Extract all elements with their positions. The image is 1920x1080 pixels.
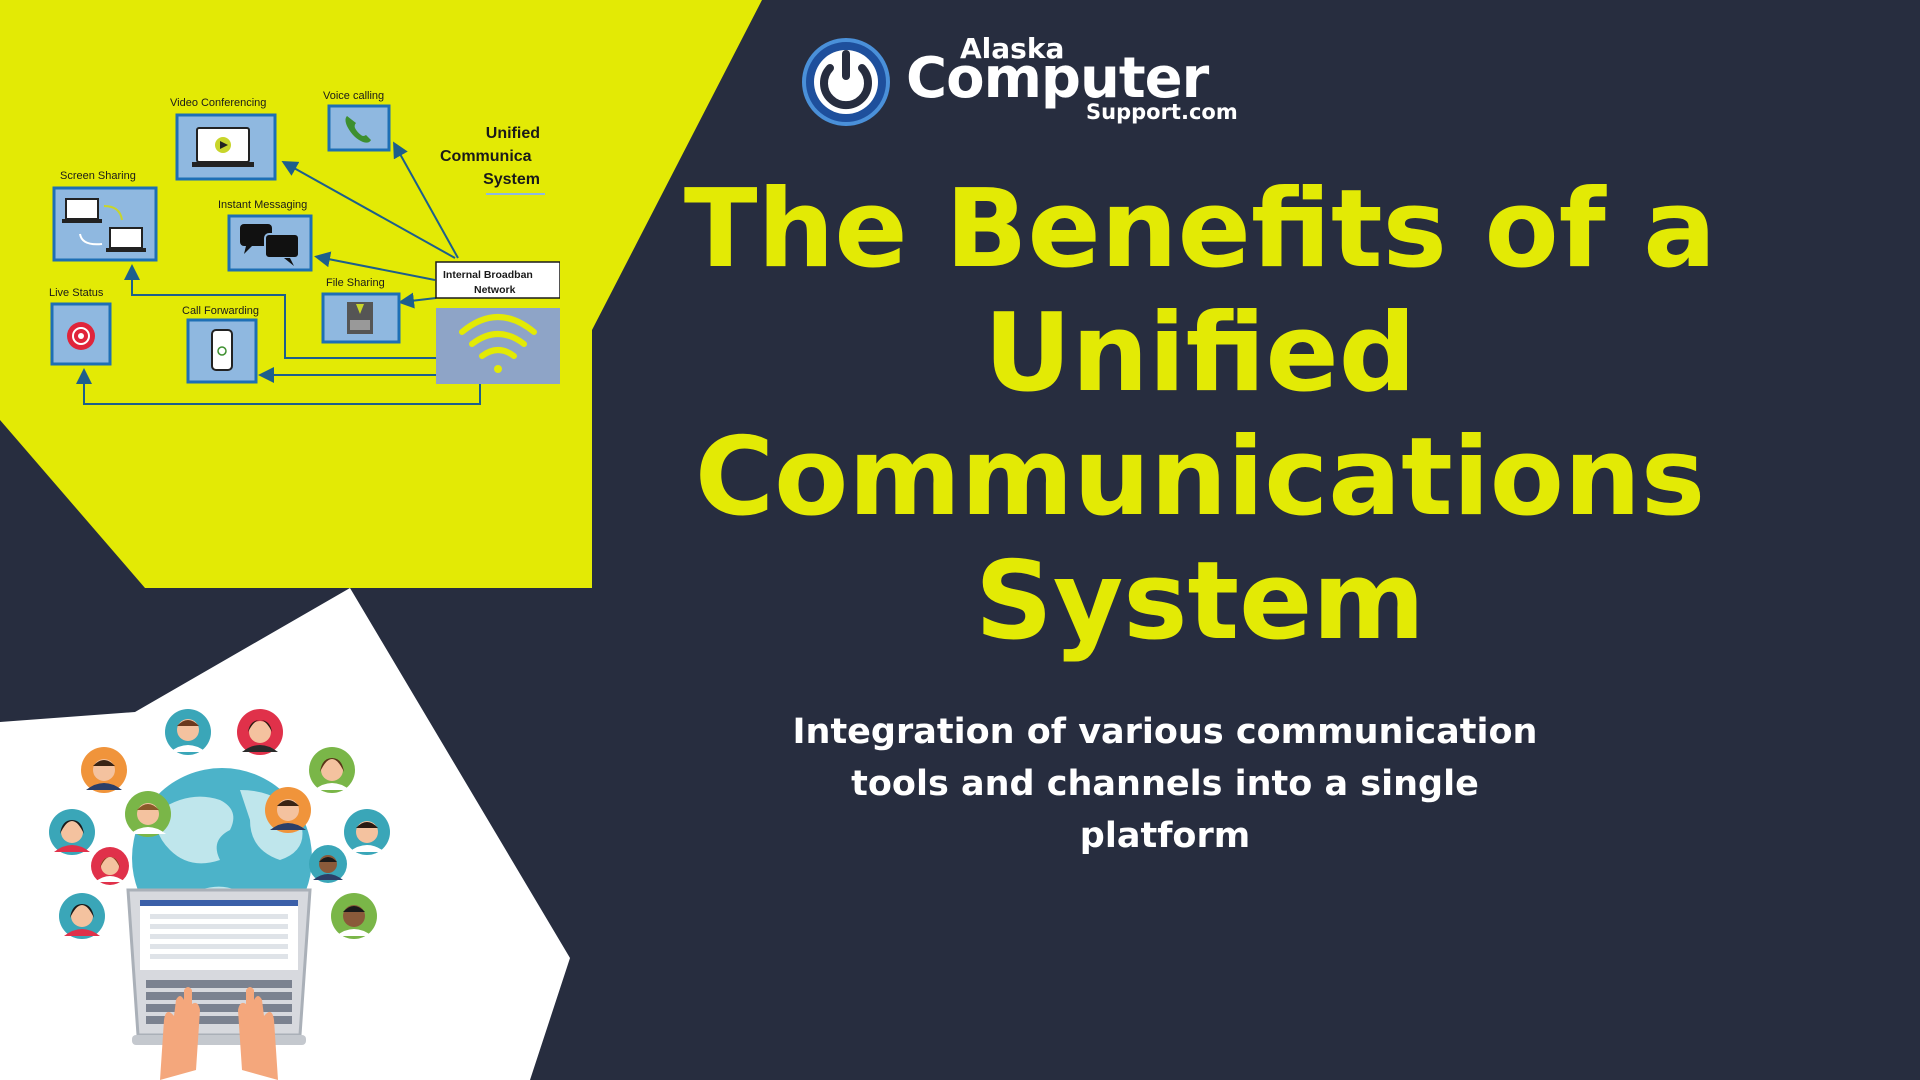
avatar — [91, 847, 129, 885]
video-icon — [192, 127, 254, 167]
voice-calling-node: Voice calling — [323, 90, 391, 152]
svg-text:Communica: Communica — [440, 148, 532, 165]
network-label-2: Network — [474, 284, 516, 296]
title-line-3: Communications — [694, 415, 1706, 540]
hands-icon — [160, 987, 278, 1080]
screen-sharing-node: Screen Sharing — [52, 170, 158, 262]
live-status-node: Live Status — [49, 287, 112, 366]
chat-icon — [240, 224, 300, 266]
power-icon — [802, 38, 890, 126]
diagram-title: Unified Communica System — [440, 125, 545, 195]
uc-diagram: Video Conferencing Voice calling Screen … — [49, 90, 560, 405]
avatar — [49, 809, 95, 855]
avatar — [165, 709, 211, 755]
video-conferencing-node: Video Conferencing — [170, 97, 277, 181]
video-label: Video Conferencing — [170, 97, 266, 109]
avatar — [125, 791, 171, 837]
svg-text:System: System — [483, 171, 540, 188]
status-label: Live Status — [49, 287, 104, 299]
file-label: File Sharing — [326, 277, 385, 289]
avatar — [265, 787, 311, 833]
diagram-arrows — [76, 141, 481, 405]
forward-label: Call Forwarding — [182, 305, 259, 317]
avatar — [309, 845, 347, 883]
alaska-computer-support-logo[interactable]: Alaska Computer Support.com — [800, 30, 1240, 130]
subtitle: Integration of various communication too… — [730, 706, 1600, 862]
laptop-icon — [126, 888, 312, 1045]
avatar — [237, 709, 283, 755]
status-icon — [67, 322, 95, 350]
logo-text-computer: Computer — [906, 46, 1209, 111]
logo-text-alaska: Alaska — [960, 32, 1065, 65]
instant-messaging-node: Instant Messaging — [218, 199, 313, 272]
svg-text:Unified: Unified — [486, 125, 540, 142]
page-title: The Benefits of a Unified Communications… — [660, 168, 1740, 664]
screen-label: Screen Sharing — [60, 170, 136, 182]
logo-text-support: Support.com — [1086, 100, 1238, 124]
subtitle-line-3: platform — [1079, 816, 1251, 856]
title-line-4: System — [975, 539, 1425, 664]
avatar-icon — [49, 709, 390, 939]
laptops-icon — [62, 198, 146, 252]
network-label-1: Internal Broadban — [443, 269, 533, 281]
avatar — [344, 809, 390, 855]
file-sharing-node: File Sharing — [321, 277, 401, 344]
smartphone-icon — [211, 329, 233, 371]
voice-label: Voice calling — [323, 90, 384, 102]
people-illustration — [49, 709, 390, 1080]
title-line-1: The Benefits of a — [683, 167, 1717, 292]
avatar — [309, 747, 355, 793]
avatar — [59, 893, 105, 939]
subtitle-line-1: Integration of various communication — [792, 712, 1538, 752]
phone-icon — [345, 116, 371, 143]
wifi-icon — [459, 314, 537, 373]
im-label: Instant Messaging — [218, 199, 307, 211]
network-node: Internal Broadban Network — [435, 261, 560, 384]
avatar — [81, 747, 127, 793]
subtitle-line-2: tools and channels into a single — [851, 764, 1479, 804]
call-forwarding-node: Call Forwarding — [182, 305, 259, 384]
title-line-2: Unified — [983, 291, 1417, 416]
avatar — [331, 893, 377, 939]
file-icon — [347, 302, 373, 334]
